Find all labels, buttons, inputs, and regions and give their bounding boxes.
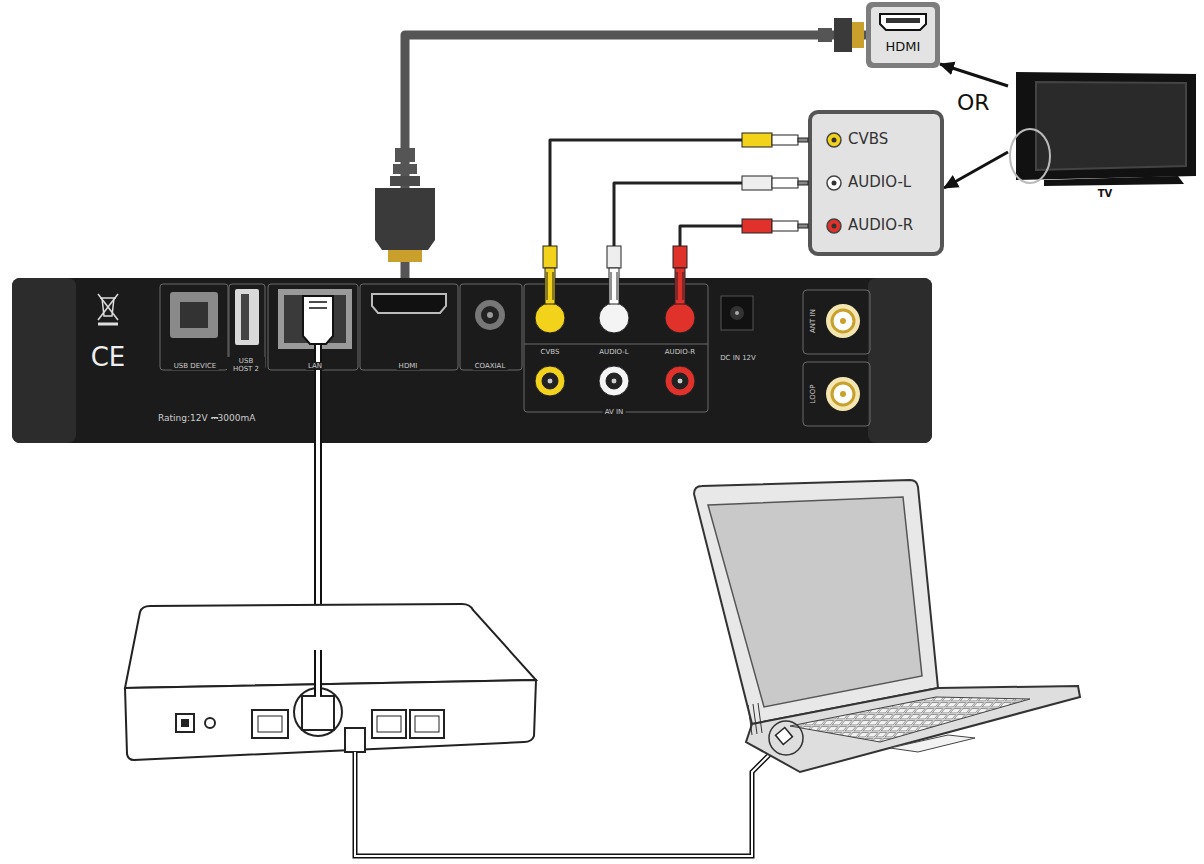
node-label: LAN xyxy=(306,362,324,370)
av-input-panel: CVBS AUDIO-L AUDIO-R xyxy=(808,110,944,256)
tv-av-panel xyxy=(810,112,942,254)
node-label: DC IN 12V xyxy=(720,354,756,362)
choice-arrow xyxy=(940,64,1008,86)
choice-arrow xyxy=(944,152,1008,188)
set-top-box-rear-panel xyxy=(12,278,932,443)
rca-plugs xyxy=(543,246,687,304)
node-label: AUDIO-R xyxy=(848,217,913,234)
node-label: Rating:12V ⎓3000mA xyxy=(158,413,255,423)
node-label: HDMI xyxy=(886,40,921,55)
node-label: HDMI xyxy=(397,362,420,370)
video-cable xyxy=(550,140,808,278)
audio-cable xyxy=(614,183,808,278)
hdmi-input-panel: HDMI xyxy=(866,2,940,68)
option-word: OR xyxy=(957,90,990,115)
hdmi-plug xyxy=(375,148,435,262)
node-label: AUDIO-R xyxy=(665,348,695,356)
node-label: AUDIO-L xyxy=(848,174,911,191)
tv-set xyxy=(1010,72,1196,186)
node-label: COAXIAL xyxy=(473,362,508,370)
node-label: AUDIO-L xyxy=(599,348,629,356)
laptop xyxy=(694,480,1080,772)
node-label: AV IN xyxy=(603,408,626,416)
network-cable xyxy=(355,738,786,856)
node-label: USB HOST 2 xyxy=(227,357,265,373)
hdmi-cable xyxy=(405,35,866,278)
node-label: LOOP xyxy=(809,383,817,406)
node-label: USB DEVICE xyxy=(172,362,219,370)
node-label: ANT IN xyxy=(809,307,817,335)
rca-plugs xyxy=(742,133,808,233)
tv: TV xyxy=(1008,66,1198,206)
node-label: CVBS xyxy=(848,131,888,148)
audio-cable xyxy=(680,226,808,278)
node-label: CE xyxy=(91,343,126,373)
node-label: TV xyxy=(1098,188,1113,200)
set-top-box: USB DEVICE USB HOST 2 LAN HDMI COAXIAL CVBS AU… xyxy=(12,278,932,443)
node-label: CVBS xyxy=(541,348,560,356)
router xyxy=(125,604,536,760)
hdmi-plug xyxy=(818,18,864,52)
network-cable xyxy=(355,738,786,856)
tv-hdmi-port-panel xyxy=(866,2,940,68)
